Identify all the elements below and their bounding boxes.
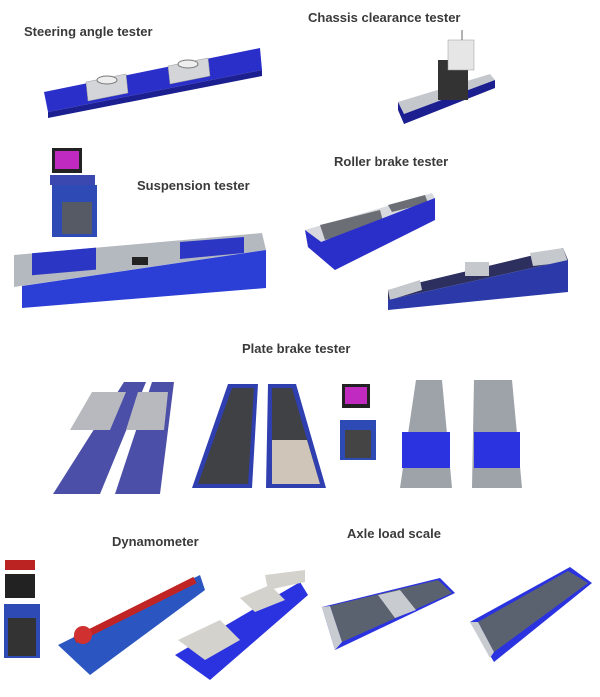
label-axle-load-scale: Axle load scale	[347, 526, 441, 541]
label-dynamometer: Dynamometer	[112, 534, 199, 549]
label-plate-brake-tester: Plate brake tester	[242, 341, 351, 356]
label-steering-angle-tester: Steering angle tester	[24, 24, 153, 39]
label-chassis-clearance-tester: Chassis clearance tester	[308, 10, 461, 25]
label-suspension-tester: Suspension tester	[137, 178, 250, 193]
label-roller-brake-tester: Roller brake tester	[334, 154, 449, 169]
